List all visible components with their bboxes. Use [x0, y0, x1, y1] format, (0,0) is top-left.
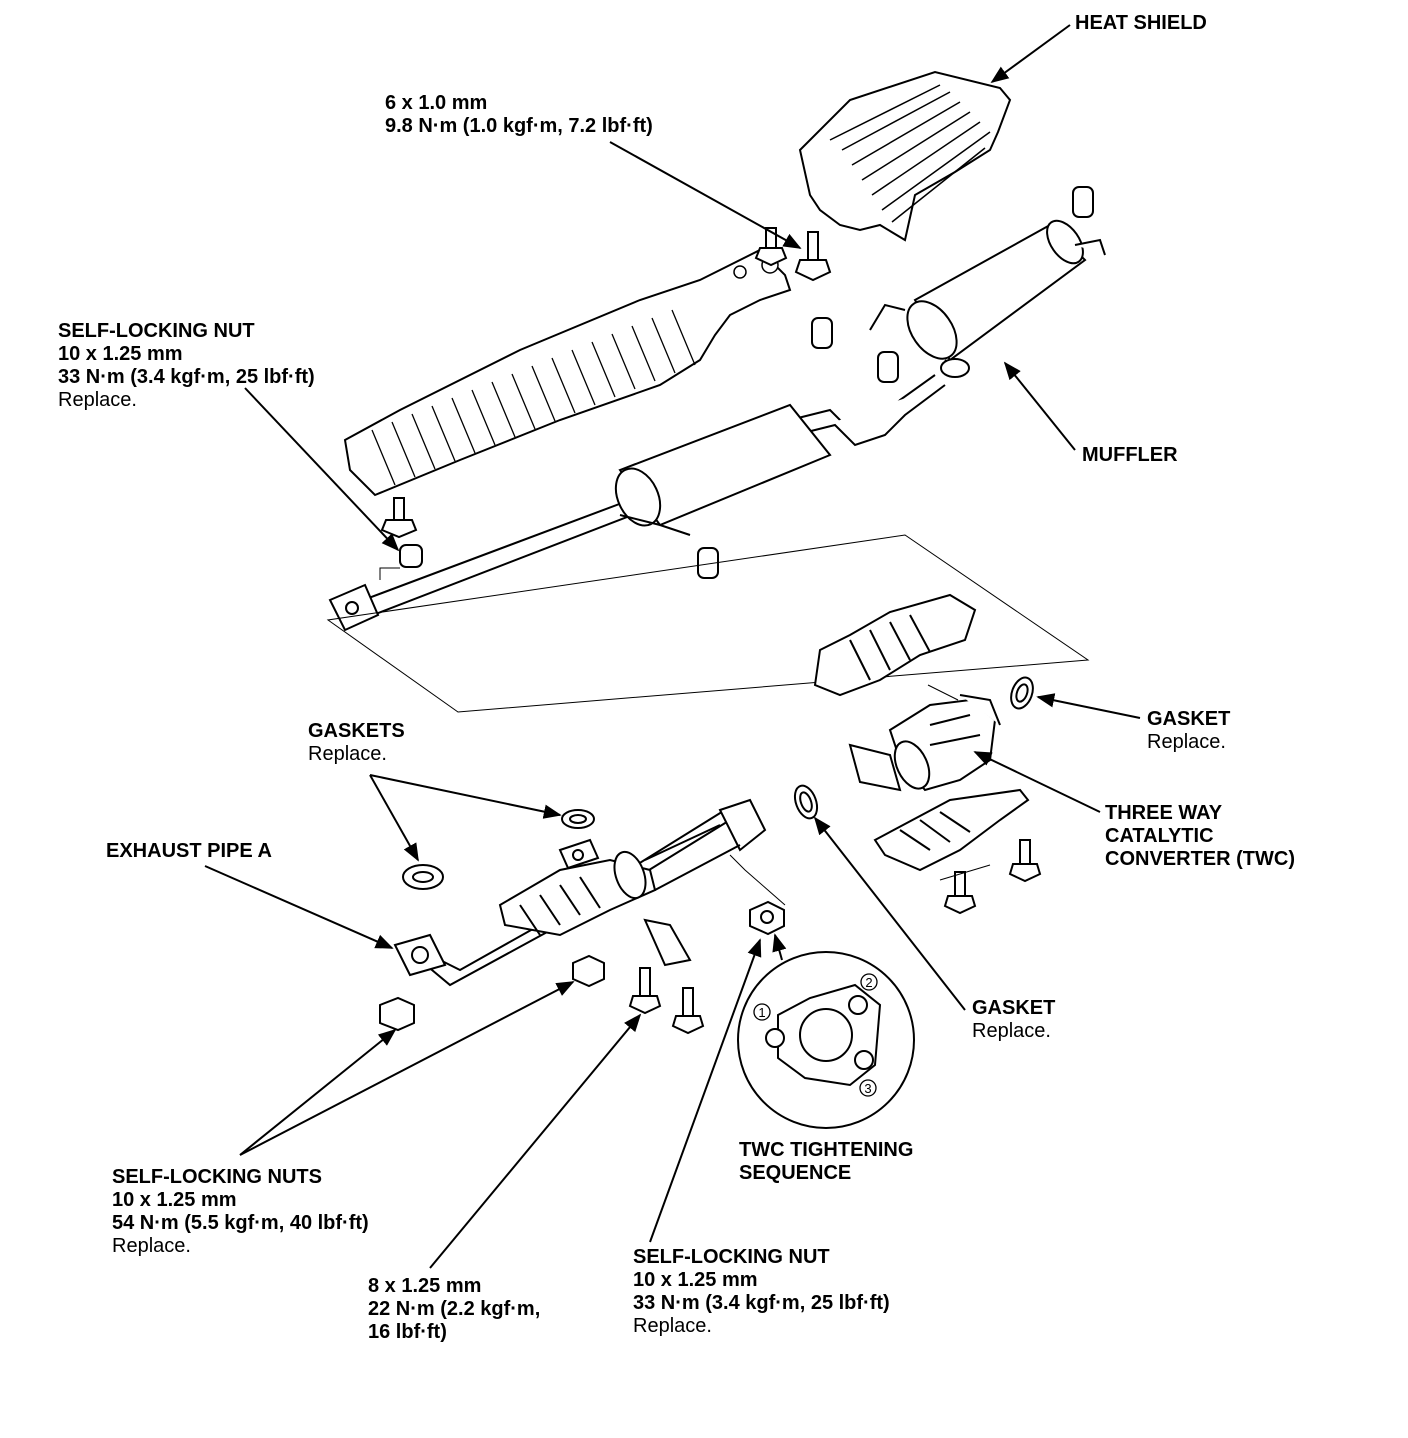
bolt-lower-size: 8 x 1.25 mm	[368, 1275, 482, 1297]
self-locking-nut-lower-title: SELF-LOCKING NUT	[633, 1246, 830, 1268]
label-muffler: MUFFLER	[1082, 444, 1178, 467]
bolt-lower-torque-line2: 16 lbf·ft)	[368, 1321, 447, 1343]
exhaust-pipe-a	[393, 798, 767, 987]
label-top-bolt: 6 x 1.0 mm 9.8 N·m (1.0 kgf·m, 7.2 lbf·f…	[385, 92, 653, 138]
muffler-title: MUFFLER	[1082, 444, 1178, 466]
gasket-center-title: GASKET	[972, 997, 1056, 1019]
label-twc-sequence: TWC TIGHTENING SEQUENCE	[739, 1139, 913, 1185]
gasket-right-title: GASKET	[1147, 708, 1231, 730]
label-bolt-lower: 8 x 1.25 mm 22 N·m (2.2 kgf·m, 16 lbf·ft…	[368, 1275, 540, 1344]
self-locking-nuts-lower-torque: 54 N·m (5.5 kgf·m, 40 lbf·ft)	[112, 1212, 369, 1234]
twc-sequence-line2: SEQUENCE	[739, 1162, 852, 1184]
self-locking-nut	[379, 900, 785, 1032]
top-bolt-torque: 9.8 N·m (1.0 kgf·m, 7.2 lbf·ft)	[385, 115, 653, 137]
label-exhaust-pipe-a: EXHAUST PIPE A	[106, 840, 272, 863]
leader-line	[379, 567, 400, 580]
sequence-step-2: 2	[865, 975, 872, 990]
twc-line1: THREE WAY	[1105, 802, 1223, 824]
twc-tightening-sequence-diagram	[737, 951, 915, 1129]
gasket-right-note: Replace.	[1147, 731, 1226, 753]
label-gasket-right: GASKET Replace.	[1147, 708, 1230, 754]
self-locking-nut-lower-note: Replace.	[633, 1315, 712, 1337]
assembly-outline	[326, 534, 1090, 713]
middle-pipe	[328, 374, 946, 632]
exhaust-pipe-a-title: EXHAUST PIPE A	[106, 840, 272, 862]
callout-arrows	[204, 24, 1141, 1269]
label-self-locking-nut-upper: SELF-LOCKING NUT 10 x 1.25 mm 33 N·m (3.…	[58, 320, 315, 412]
self-locking-nuts-lower-size: 10 x 1.25 mm	[112, 1189, 237, 1211]
self-locking-nut-upper-title: SELF-LOCKING NUT	[58, 320, 255, 342]
label-gaskets: GASKETS Replace.	[308, 720, 405, 766]
label-heat-shield: HEAT SHIELD	[1075, 12, 1207, 35]
gasket	[402, 676, 1034, 890]
twc-sequence-line1: TWC TIGHTENING	[739, 1139, 914, 1161]
self-locking-nut-lower-torque: 33 N·m (3.4 kgf·m, 25 lbf·ft)	[633, 1292, 890, 1314]
self-locking-nut-upper-torque: 33 N·m (3.4 kgf·m, 25 lbf·ft)	[58, 366, 315, 388]
twc-bolt	[943, 839, 1042, 915]
label-gasket-center: GASKET Replace.	[972, 997, 1055, 1043]
heat-shield-title: HEAT SHIELD	[1075, 12, 1207, 34]
leader-line	[729, 684, 991, 906]
self-locking-nut-upper-size: 10 x 1.25 mm	[58, 343, 183, 365]
three-way-catalytic-converter	[813, 593, 1030, 872]
sequence-step-1: 1	[758, 1005, 765, 1020]
gaskets-title: GASKETS	[308, 720, 405, 742]
self-locking-nut-lower-size: 10 x 1.25 mm	[633, 1269, 758, 1291]
label-self-locking-nut-lower: SELF-LOCKING NUT 10 x 1.25 mm 33 N·m (3.…	[633, 1246, 890, 1338]
label-twc: THREE WAY CATALYTIC CONVERTER (TWC)	[1105, 802, 1295, 871]
top-bolt-size: 6 x 1.0 mm	[385, 92, 488, 114]
heat-shield-upper	[798, 70, 1012, 242]
twc-line3: CONVERTER (TWC)	[1105, 848, 1295, 870]
muffler	[906, 219, 1106, 378]
self-locking-nut-upper-note: Replace.	[58, 389, 137, 411]
sequence-step-3: 3	[864, 1081, 871, 1096]
twc-line2: CATALYTIC	[1105, 825, 1214, 847]
heat-shield-lower	[343, 248, 792, 497]
bolt-upper	[380, 227, 832, 568]
bolt-lower	[628, 967, 705, 1035]
gaskets-note: Replace.	[308, 743, 387, 765]
bolt-lower-torque-line1: 22 N·m (2.2 kgf·m,	[368, 1298, 541, 1320]
self-locking-nuts-lower-note: Replace.	[112, 1235, 191, 1257]
label-self-locking-nuts-lower: SELF-LOCKING NUTS 10 x 1.25 mm 54 N·m (5…	[112, 1166, 369, 1258]
gasket-center-note: Replace.	[972, 1020, 1051, 1042]
self-locking-nuts-lower-title: SELF-LOCKING NUTS	[112, 1166, 322, 1188]
